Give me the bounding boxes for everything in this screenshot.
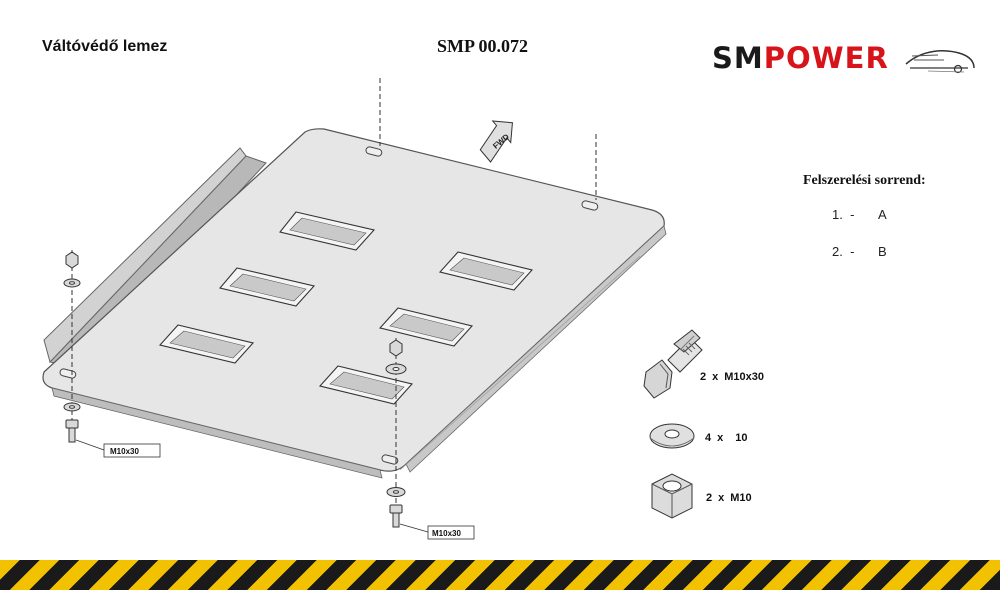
assembly-step: 2. - B xyxy=(832,244,887,259)
logo-sm: SM xyxy=(712,41,764,75)
logo-power: POWER xyxy=(763,41,889,75)
part-code: SMP 00.072 xyxy=(437,36,529,56)
vent-cutouts xyxy=(158,211,534,405)
step-label: B xyxy=(878,244,887,259)
fwd-arrow: FWD xyxy=(479,120,513,163)
right-fastener-stack xyxy=(385,339,407,528)
callout-text: M10x30 xyxy=(432,529,461,538)
car-silhouette-icon xyxy=(905,50,975,74)
technical-drawing: FWD M10x30 M10x30 xyxy=(42,78,764,540)
hazard-stripe-footer xyxy=(0,560,1000,590)
washer-icon xyxy=(649,423,695,449)
assembly-step: 1. - A xyxy=(832,207,887,222)
step-number: 1. - xyxy=(832,207,855,222)
page-title: Váltóvédő lemez xyxy=(42,38,168,55)
callout-left: M10x30 xyxy=(75,439,161,458)
callout-right: M10x30 xyxy=(399,523,475,540)
step-number: 2. - xyxy=(832,244,855,259)
left-fastener-stack xyxy=(63,251,81,443)
brand-logo: SMPOWER xyxy=(712,38,975,78)
callout-text: M10x30 xyxy=(110,447,139,456)
step-label: A xyxy=(878,207,887,222)
skid-plate xyxy=(42,128,667,479)
assembly-order-title: Felszerelési sorrend: xyxy=(803,173,926,188)
bolt-icon xyxy=(643,329,703,399)
logo-wordmark: SMPOWER xyxy=(712,38,889,78)
nut-icon xyxy=(651,473,693,519)
